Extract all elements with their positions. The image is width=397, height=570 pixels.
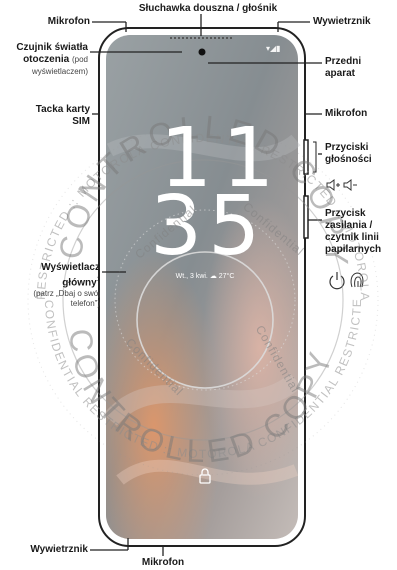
label-bottom-speaker: Wywietrznik [30, 544, 88, 555]
screen-circle [136, 251, 274, 389]
date-weather: Wt., 3 kwi. ☁ 27°C [175, 273, 235, 280]
label-main-display: Wyświetlacz główny1 (patrz „Dbaj o swój … [33, 262, 100, 309]
status-icons: ▾◢▮ [266, 44, 281, 53]
label-earpiece: Słuchawka douszna / głośnik [138, 3, 278, 14]
volume-button [303, 139, 309, 175]
volume-bracket [313, 141, 317, 173]
label-sim-tray: Tacka karty SIM [35, 104, 90, 127]
label-front-camera: Przedni aparat [325, 56, 362, 79]
label-top-speaker: Wywietrznik [313, 16, 371, 27]
label-power-button: Przycisk zasilania / czytnik linii papil… [325, 208, 382, 255]
power-icon [329, 272, 345, 290]
label-light-sensor: Czujnik światła otoczenia (pod wyświetla… [16, 42, 88, 76]
leader-lines [90, 14, 322, 556]
power-button [303, 195, 309, 239]
fingerprint-icon [350, 272, 364, 288]
volume-icons [326, 179, 357, 191]
label-volume-buttons: Przyciski głośności [325, 142, 372, 165]
label-bottom-mic: Mikrofon [141, 557, 185, 568]
clock-minutes: 35 [150, 179, 267, 274]
label-top-mic: Mikrofon [47, 16, 90, 27]
lock-icon [199, 468, 211, 484]
front-camera-hole [198, 48, 206, 56]
label-side-mic: Mikrofon [325, 108, 368, 119]
